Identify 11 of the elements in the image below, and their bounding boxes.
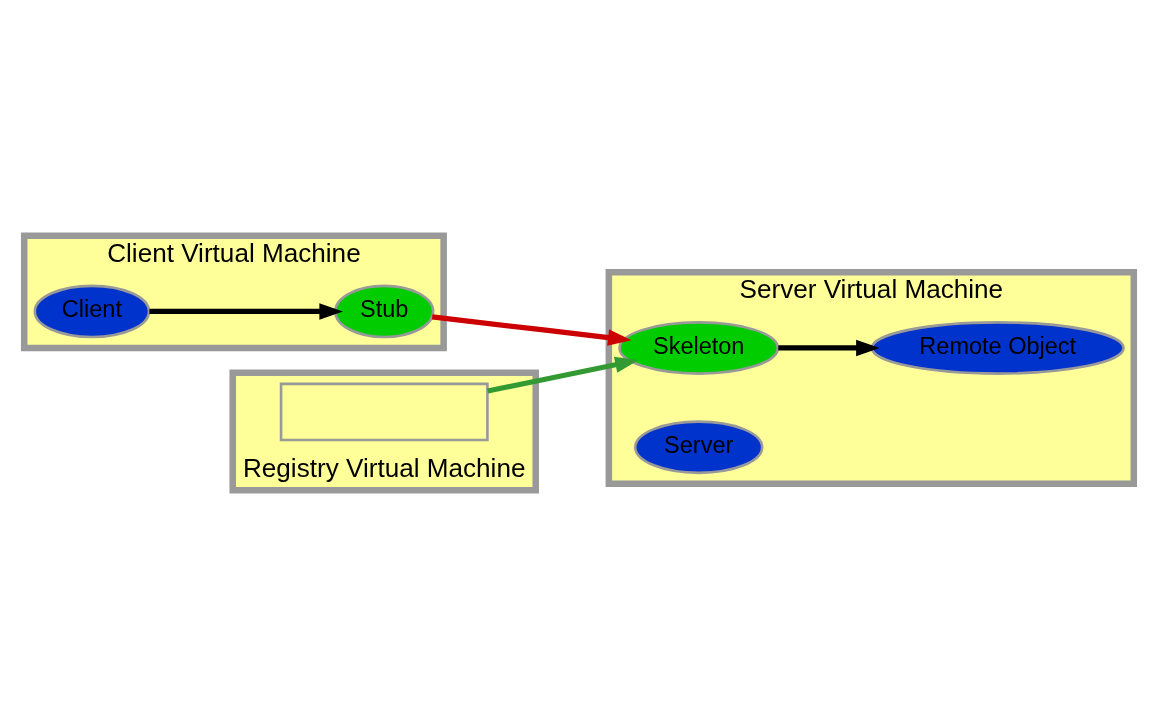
arrow [431,314,632,346]
arrow [778,339,880,357]
node-ellipse: Remote Object [870,321,1125,375]
node-ellipse: Server [633,420,764,475]
arrow [487,356,639,394]
node-box [279,382,489,442]
cluster: Registry Virtual Machine [229,369,539,494]
arrow [149,303,343,320]
node-ellipse: Skeleton [618,321,780,375]
node-ellipse: Client [33,284,151,339]
node-ellipse: Stub [334,284,435,339]
